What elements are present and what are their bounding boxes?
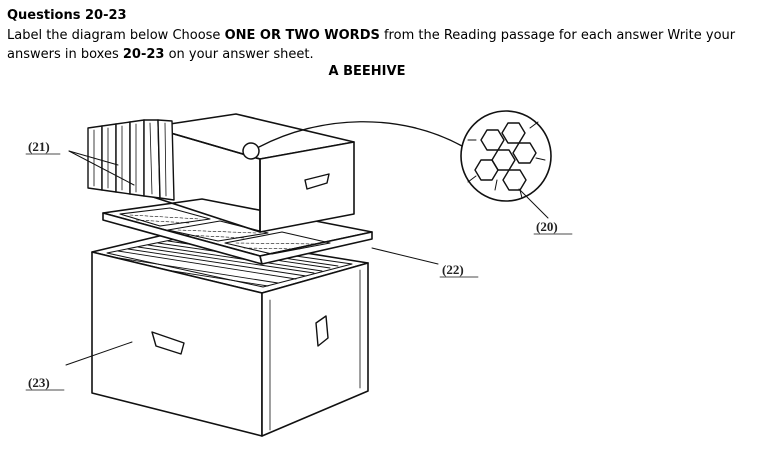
instr-bold-1: ONE OR TWO WORDS xyxy=(224,28,380,43)
frames xyxy=(87,119,175,201)
connector-line xyxy=(258,121,463,148)
super-box xyxy=(149,113,355,233)
label-22: (22) xyxy=(442,262,464,277)
excluder-tray xyxy=(102,198,373,265)
questions-heading: Questions 20-23 xyxy=(7,8,127,23)
instr-bold-2: 20-23 xyxy=(122,47,165,62)
leader-lines xyxy=(65,150,549,366)
label-21: (21) xyxy=(28,139,50,154)
label-23: (23) xyxy=(28,375,50,390)
honeycomb-circle xyxy=(460,110,552,202)
instr-text-3: on your answer sheet. xyxy=(164,47,314,62)
instr-text-1: Label the diagram below Choose xyxy=(7,28,225,43)
diagram-title: A BEEHIVE xyxy=(328,64,406,79)
hive-body-box xyxy=(91,231,369,437)
instr-text-2: from the Reading passage for each answer… xyxy=(7,28,736,62)
instructions: Label the diagram below Choose ONE OR TW… xyxy=(7,26,747,64)
label-20: (20) xyxy=(536,219,558,234)
